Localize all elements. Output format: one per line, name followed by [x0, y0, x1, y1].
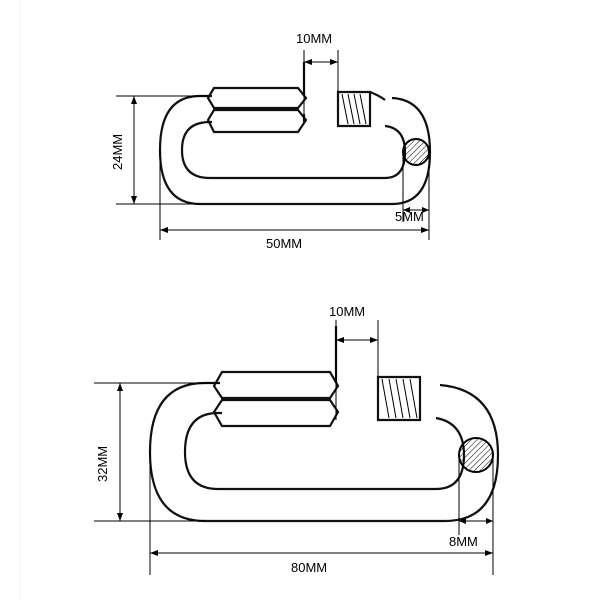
link-small-thread	[336, 90, 386, 128]
link-small-wire-section	[402, 138, 430, 166]
link-small	[158, 62, 432, 206]
dim-small-length-arrow-right	[421, 227, 429, 233]
dims-small: 10MM 24MM 5MM 50MM	[110, 31, 430, 251]
dim-small-height-label: 24MM	[110, 134, 125, 170]
dim-large-wire-label: 8MM	[449, 534, 478, 549]
dim-large-wire-arrow-right	[486, 518, 493, 524]
dim-large-height-arrow-top	[117, 383, 123, 391]
dim-small-gap-arrow-left	[304, 59, 312, 65]
dim-small-wire-arrow-left	[403, 207, 410, 213]
link-large-thread	[376, 375, 422, 422]
link-large-inner	[183, 411, 466, 491]
dim-small-wire-arrow-right	[422, 207, 429, 213]
dim-small-gap-arrow-right	[330, 59, 338, 65]
dim-large-length-arrow-left	[150, 550, 158, 556]
dim-large-gap-label: 10MM	[329, 304, 365, 319]
dim-large-gap-arrow-left	[336, 337, 344, 343]
dim-small-height-arrow-top	[131, 96, 137, 104]
link-small-nut	[206, 86, 308, 134]
dim-small-length-label: 50MM	[266, 236, 302, 251]
dim-small-length-arrow-left	[160, 227, 168, 233]
link-large-outer	[148, 381, 500, 523]
dim-large-height-arrow-bottom	[117, 513, 123, 521]
dim-small-wire-label: 5MM	[395, 209, 424, 224]
dim-large-length-arrow-right	[485, 550, 493, 556]
dim-large-wire-arrow-left	[459, 518, 466, 524]
link-large	[148, 326, 500, 523]
dim-small-height-arrow-bottom	[131, 196, 137, 204]
link-large-wire-section	[458, 437, 494, 473]
dim-large-length-label: 80MM	[291, 560, 327, 575]
dims-large: 10MM 32MM 8MM 80MM	[94, 304, 494, 575]
link-large-nut	[212, 370, 340, 428]
dim-small-gap-label: 10MM	[296, 31, 332, 46]
dim-large-height-label: 32MM	[95, 446, 110, 482]
link-small-inner	[180, 120, 407, 180]
link-small-outer	[158, 94, 432, 206]
dim-large-gap-arrow-right	[370, 337, 378, 343]
